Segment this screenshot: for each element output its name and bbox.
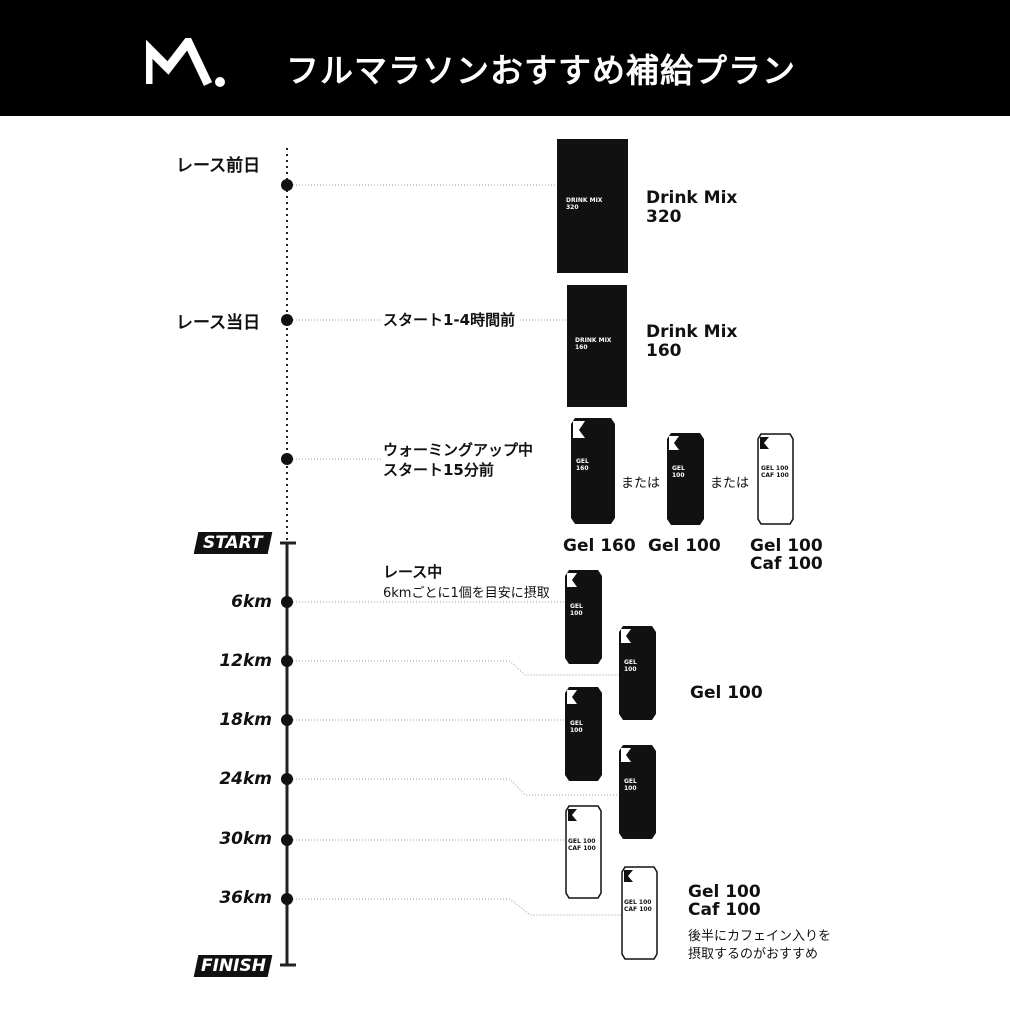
gel-160-packet: GEL 160: [571, 418, 615, 524]
race-gel-caf-packet: GEL 100 CAF 100: [565, 805, 602, 899]
race-gel-100-packet: GEL 100: [565, 687, 602, 781]
gel-100-packet: GEL 100: [667, 433, 704, 525]
race-gel-caf-packet: GEL 100 CAF 100: [621, 866, 658, 960]
packet-label: GEL: [576, 458, 589, 465]
product-name: Gel 160: [563, 536, 636, 556]
product-name: Drink Mix: [646, 322, 738, 342]
packet-label: CAF 100: [568, 845, 596, 852]
step-during-note: 6kmごとに1個を目安に摂取: [383, 586, 550, 601]
km-marker: 18km: [219, 710, 272, 730]
packet-label: 100: [624, 666, 637, 673]
packet-label: 100: [672, 472, 685, 479]
km-marker: 6km: [231, 592, 272, 612]
packet-label: GEL 100: [624, 899, 652, 906]
connector-lines: [287, 184, 622, 916]
packet-label: 100: [570, 727, 583, 734]
packet-label: 100: [624, 785, 637, 792]
packet-label: GEL: [672, 465, 685, 472]
packet-label: 160: [575, 344, 588, 351]
km-marker: 12km: [219, 651, 272, 671]
product-name: Gel 100: [750, 536, 823, 556]
km-marker: 36km: [219, 888, 272, 908]
race-gel-100-packet: GEL 100: [565, 570, 602, 664]
packet-label: 160: [576, 465, 589, 472]
drink-mix-160-packet: DRINK MIX 160: [567, 285, 627, 407]
step-warmup-line1: ウォーミングアップ中: [383, 441, 534, 459]
timeline-dots: [281, 179, 293, 905]
packet-label: CAF 100: [624, 906, 652, 913]
header-bar: フルマラソンおすすめ補給プラン: [0, 0, 1010, 116]
product-name: 160: [646, 341, 682, 361]
packet-label: GEL: [624, 659, 637, 666]
label-day-before: レース前日: [176, 156, 261, 176]
packet-label: GEL 100: [568, 838, 596, 845]
product-name: Gel 100: [648, 536, 721, 556]
label-race-day: レース当日: [176, 313, 261, 333]
packet-label: GEL: [624, 778, 637, 785]
product-name: Caf 100: [688, 900, 761, 920]
packet-label: DRINK MIX: [566, 197, 603, 204]
packet-label: 320: [566, 204, 579, 211]
page-title: フルマラソンおすすめ補給プラン: [286, 51, 796, 90]
or-text: または: [710, 476, 750, 491]
packet-label: GEL: [570, 603, 583, 610]
product-name: Caf 100: [750, 554, 823, 574]
product-name: 320: [646, 207, 682, 227]
packet-label: CAF 100: [761, 472, 789, 479]
product-name: Gel 100: [688, 882, 761, 902]
step-warmup-line2: スタート15分前: [383, 461, 494, 479]
race-gel-100-packet: GEL 100: [619, 626, 656, 720]
km-marker: 30km: [219, 829, 272, 849]
late-note-line1: 後半にカフェイン入りを: [688, 929, 832, 944]
start-badge: START: [193, 532, 273, 554]
product-name: Drink Mix: [646, 188, 738, 208]
step-during-title: レース中: [383, 563, 443, 581]
m-logo-icon: [146, 38, 225, 87]
finish-badge: FINISH: [193, 955, 273, 977]
gel-100-caf-packet: GEL 100 CAF 100: [757, 433, 794, 525]
or-text: または: [621, 476, 661, 491]
drink-mix-320-packet: DRINK MIX 320: [557, 139, 628, 273]
packet-label: 100: [570, 610, 583, 617]
packet-label: GEL: [570, 720, 583, 727]
packet-label: GEL 100: [761, 465, 789, 472]
packet-label: DRINK MIX: [575, 337, 612, 344]
km-marker: 24km: [219, 769, 272, 789]
late-note-line2: 摂取するのがおすすめ: [688, 947, 819, 962]
race-gel-100-packet: GEL 100: [619, 745, 656, 839]
step-start-before: スタート1-4時間前: [383, 311, 516, 329]
product-name: Gel 100: [690, 683, 763, 703]
